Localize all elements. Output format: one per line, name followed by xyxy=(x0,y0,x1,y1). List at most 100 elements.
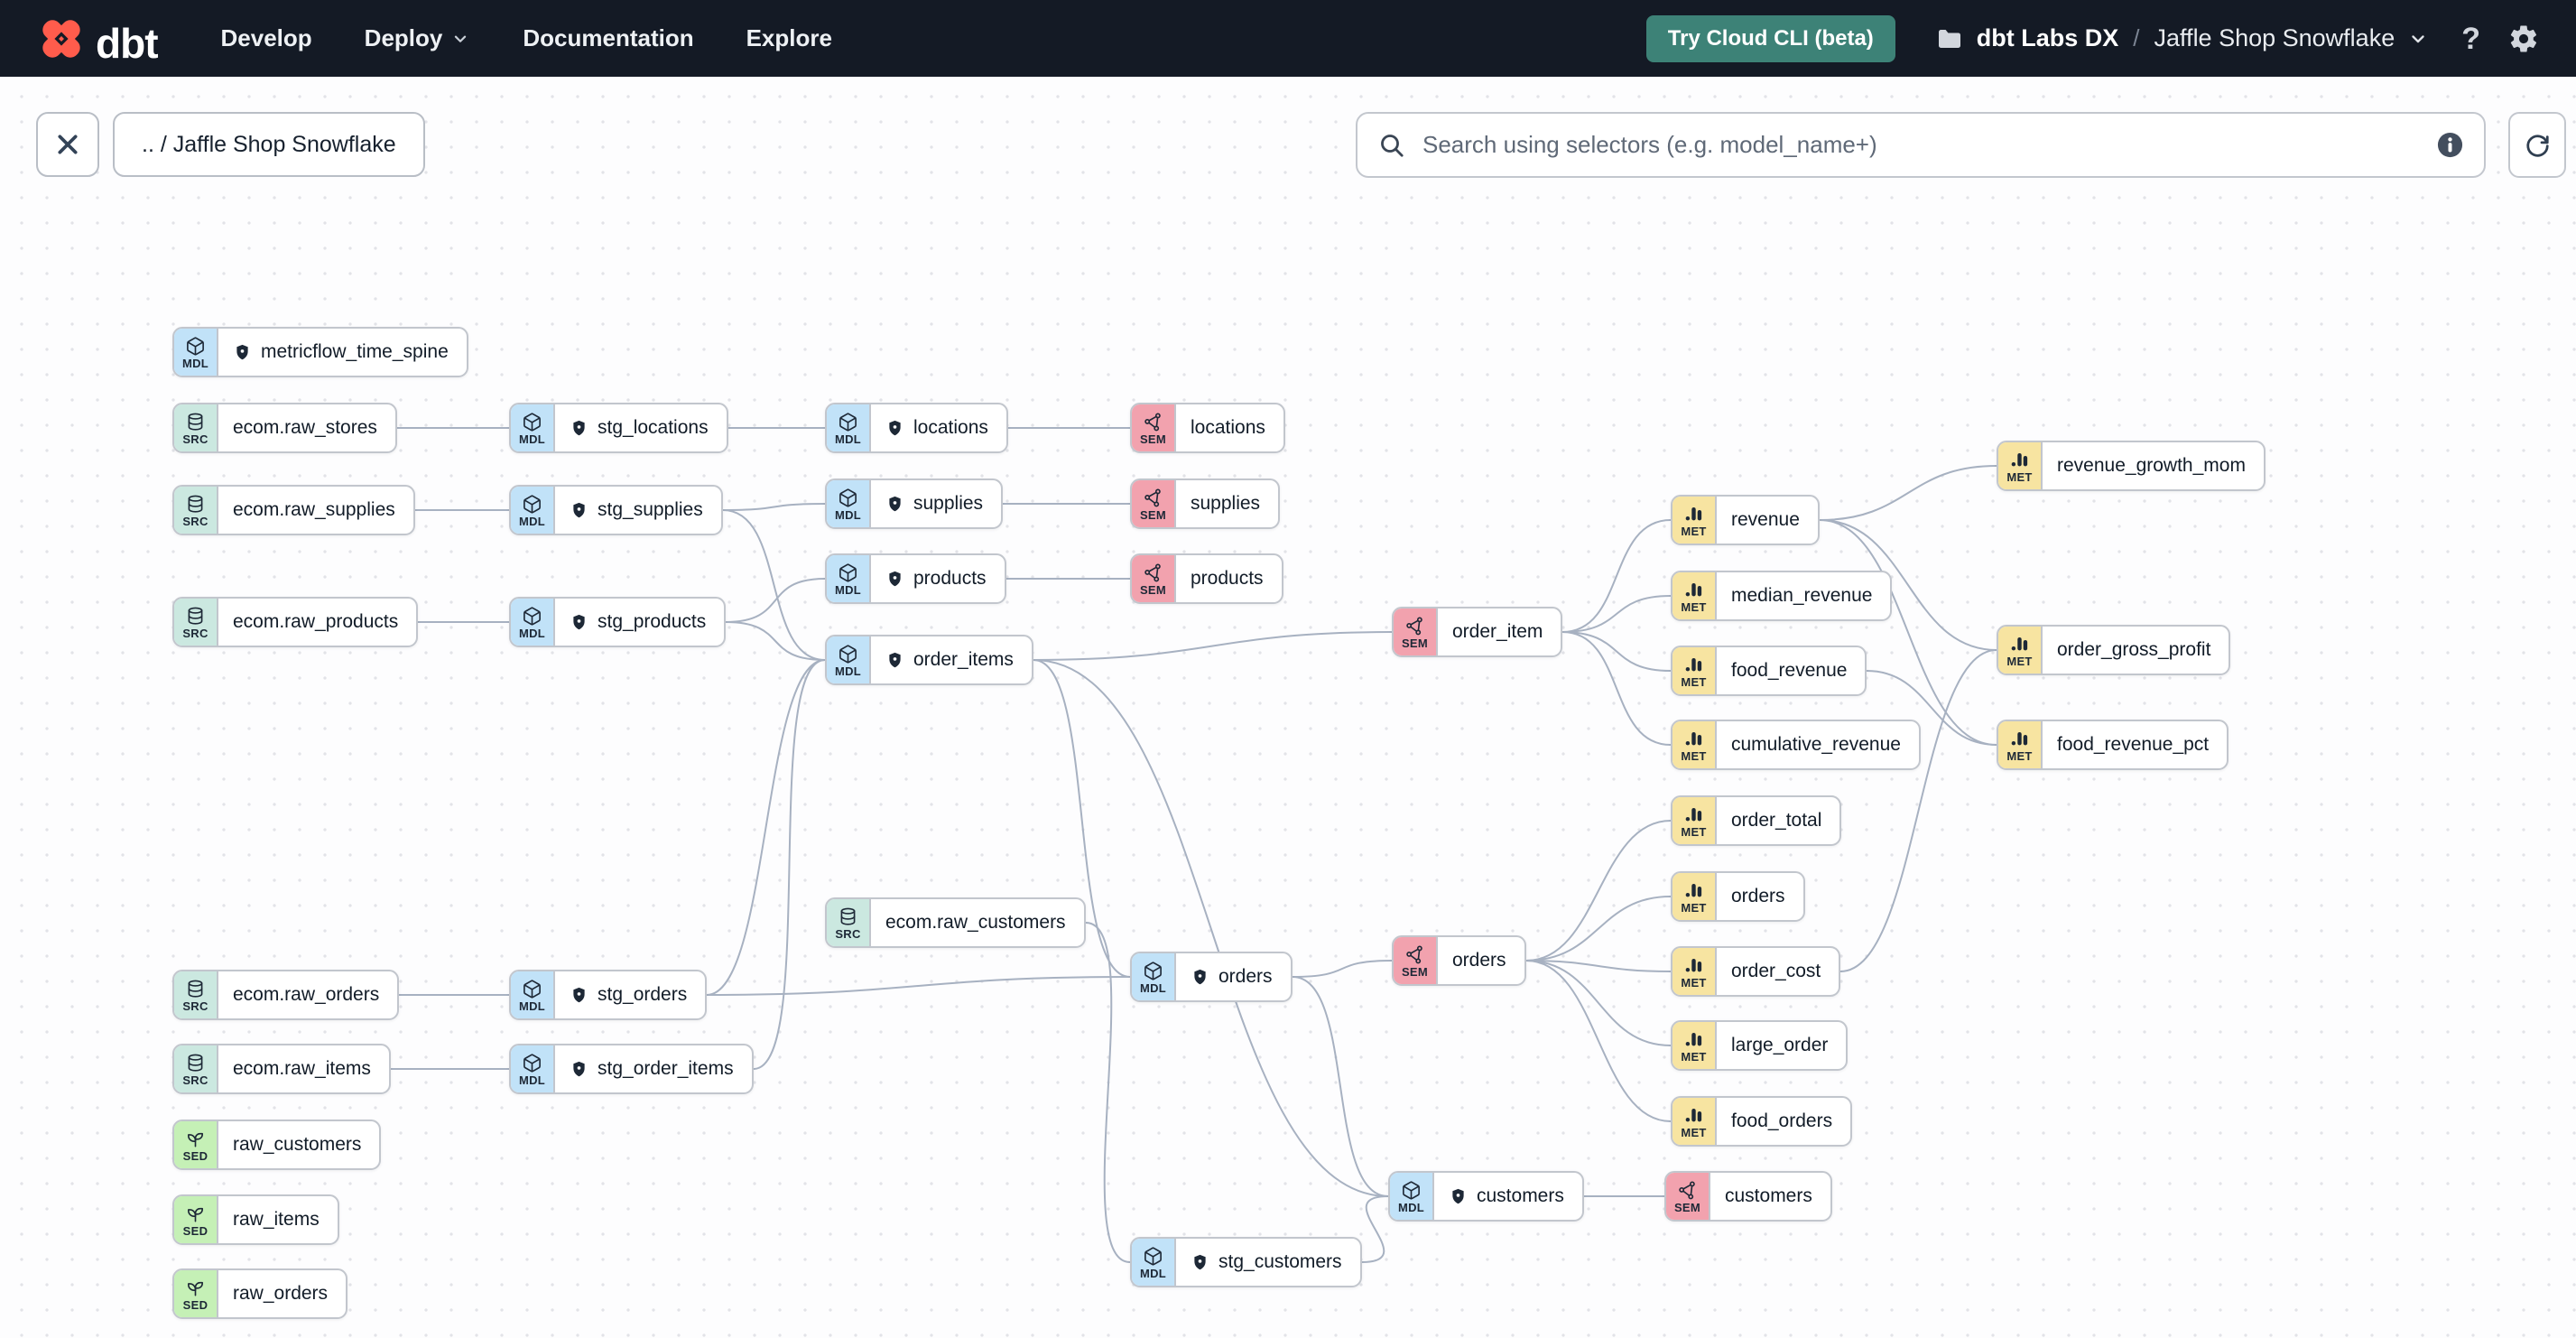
semantic-model-icon: SEM xyxy=(1132,555,1176,602)
node-label: ecom.raw_orders xyxy=(233,984,380,1005)
metric-icon: MET xyxy=(1673,497,1717,544)
node-label: stg_supplies xyxy=(598,499,703,520)
project-picker[interactable]: dbt Labs DX / Jaffle Shop Snowflake xyxy=(1935,24,2429,53)
node-type-badge: MET xyxy=(1681,524,1707,538)
breadcrumb-separator: / xyxy=(2133,24,2140,51)
node-type-badge: MDL xyxy=(1397,1200,1425,1214)
project-name: Jaffle Shop Snowflake xyxy=(2154,24,2395,51)
node-customers_sem[interactable]: SEM customers xyxy=(1664,1171,1832,1222)
search-icon xyxy=(1381,134,1404,157)
refresh-button[interactable] xyxy=(2508,112,2566,178)
semantic-model-icon: SEM xyxy=(1666,1173,1710,1220)
help-icon[interactable]: ? xyxy=(2461,21,2480,56)
node-type-badge: SEM xyxy=(1139,507,1167,522)
node-type-badge: MDL xyxy=(518,432,546,446)
metric-icon: MET xyxy=(1673,797,1717,844)
nav-item-explore[interactable]: Explore xyxy=(746,24,832,51)
dbt-logo-mark xyxy=(42,19,80,58)
try-cloud-cli-button[interactable]: Try Cloud CLI (beta) xyxy=(1645,14,1895,62)
model-icon: MDL xyxy=(1132,953,1176,1000)
node-type-badge: MDL xyxy=(518,999,546,1013)
node-label: customers xyxy=(1725,1185,1812,1206)
dbt-logo[interactable]: dbt xyxy=(36,14,159,64)
node-type-badge: SRC xyxy=(182,626,208,640)
nav-item-develop[interactable]: Develop xyxy=(220,24,312,51)
nav-item-deploy[interactable]: Deploy xyxy=(365,24,471,52)
node-label: food_revenue_pct xyxy=(2057,734,2210,755)
metric-icon: MET xyxy=(1673,721,1717,768)
gear-icon[interactable] xyxy=(2507,23,2540,55)
node-raw_orders_seed[interactable]: SED raw_orders xyxy=(172,1268,348,1319)
metric-icon: MET xyxy=(1673,572,1717,619)
metric-icon: MET xyxy=(1998,442,2043,489)
node-type-badge: SEM xyxy=(1139,432,1167,446)
node-label: ecom.raw_customers xyxy=(885,912,1066,933)
model-icon: MDL xyxy=(1132,1239,1176,1286)
node-type-badge: MET xyxy=(1681,1125,1707,1139)
node-type-badge: SED xyxy=(182,1148,208,1163)
node-label: raw_orders xyxy=(233,1283,329,1304)
model-icon: MDL xyxy=(511,1045,555,1092)
close-button[interactable] xyxy=(36,112,99,177)
node-type-badge: SED xyxy=(182,1297,208,1312)
node-stg_supplies[interactable]: MDL stg_supplies xyxy=(509,485,723,535)
model-icon: MDL xyxy=(511,971,555,1018)
node-label: orders xyxy=(1731,886,1785,906)
model-icon: MDL xyxy=(511,404,555,451)
info-icon[interactable] xyxy=(2436,131,2464,159)
node-type-badge: MDL xyxy=(834,582,862,597)
nav-item-documentation[interactable]: Documentation xyxy=(523,24,694,51)
node-type-badge: MET xyxy=(1681,674,1707,689)
top-navbar: dbt Develop Deploy Documentation Explore Tr… xyxy=(0,0,2576,77)
node-type-badge: MET xyxy=(1681,1049,1707,1064)
metric-icon: MET xyxy=(1673,1022,1717,1069)
model-icon: MDL xyxy=(511,487,555,534)
node-label: median_revenue xyxy=(1731,585,1873,606)
node-type-badge: MET xyxy=(1681,599,1707,614)
shield-icon xyxy=(570,501,588,520)
search-input[interactable] xyxy=(1421,130,2422,160)
node-median_revenue_met[interactable]: MET median_revenue xyxy=(1671,571,1893,621)
node-label: metricflow_time_spine xyxy=(261,341,449,362)
breadcrumb[interactable]: .. / Jaffle Shop Snowflake xyxy=(113,112,425,177)
node-label: stg_locations xyxy=(598,417,709,438)
node-label: order_item xyxy=(1452,621,1543,642)
model-icon: MDL xyxy=(827,480,871,527)
node-stg_locations[interactable]: MDL stg_locations xyxy=(509,403,728,453)
